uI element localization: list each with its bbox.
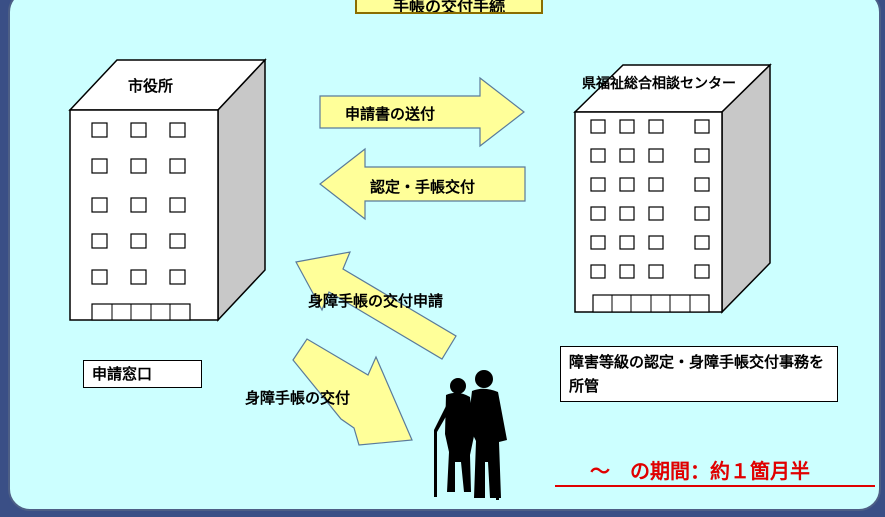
arrow-apply <box>295 251 457 360</box>
welfare-center-building <box>573 63 772 314</box>
arrow-send-label: 申請書の送付 <box>345 105 436 123</box>
city-hall-building <box>68 58 267 322</box>
city-hall-label: 市役所 <box>128 77 174 95</box>
welfare-center-label: 県福祉総合相談センター <box>582 76 736 92</box>
period-note-underline <box>555 485 875 487</box>
period-note: ～ の期間：約１箇月半 <box>590 459 810 483</box>
arrow-certify-label: 認定・手帳交付 <box>370 178 476 196</box>
application-window-label: 申請窓口 <box>83 360 202 388</box>
arrow-issue <box>292 338 413 446</box>
elderly-couple-silhouette-icon <box>434 370 507 500</box>
arrow-send <box>319 76 525 148</box>
arrow-apply-label: 身障手帳の交付申請 <box>308 292 444 310</box>
jurisdiction-label: 障害等級の認定・身障手帳交付事務を所管 <box>560 346 838 402</box>
arrow-issue-label: 身障手帳の交付 <box>245 389 351 407</box>
arrow-certify <box>319 147 526 221</box>
diagram-title: 手帳の交付手続 <box>355 0 543 14</box>
